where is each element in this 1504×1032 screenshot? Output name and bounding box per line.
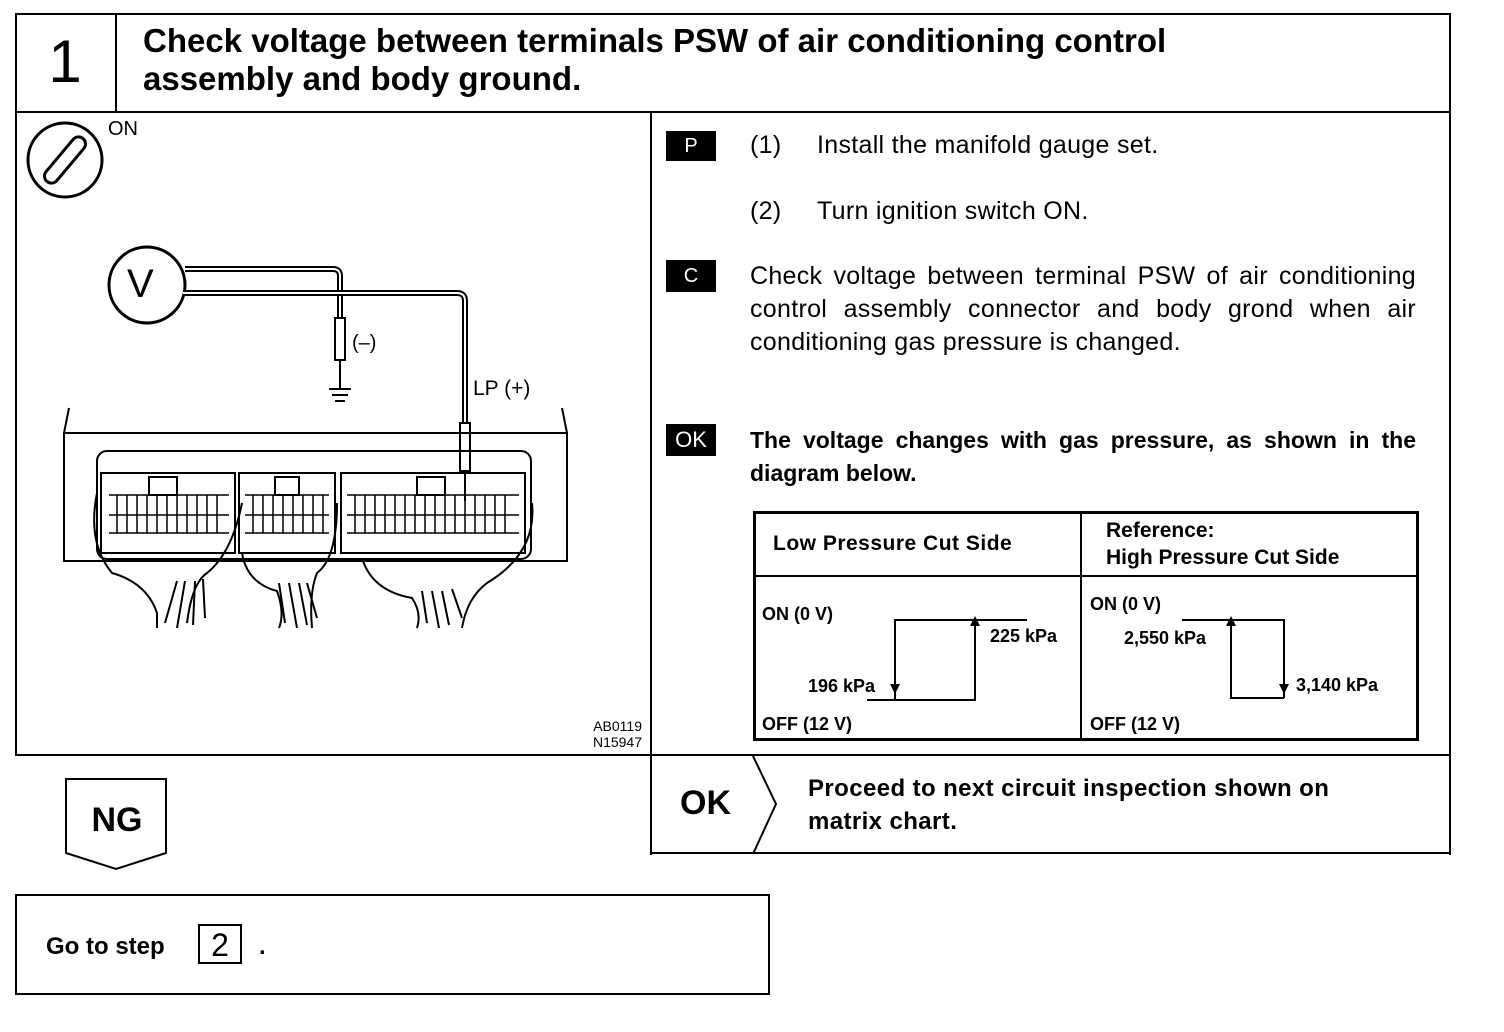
step-title-line1: Check voltage between terminals PSW of a…: [143, 22, 1167, 59]
ng-action-box: [15, 894, 770, 995]
ng-step-link[interactable]: 2: [198, 924, 242, 964]
ecu-connector-icon: [63, 407, 568, 629]
ok-text: The voltage changes with gas pressure, a…: [750, 427, 1416, 486]
body-bottom-border: [15, 754, 1451, 756]
figure-code-1: AB0119: [593, 718, 642, 734]
ng-result-label: NG: [91, 801, 143, 839]
c-text: Check voltage between terminal PSW of ai…: [750, 262, 1416, 356]
voltmeter-icon: [107, 245, 187, 325]
ok-result-bottom-border: [650, 852, 1451, 854]
body-right-border: [1449, 111, 1451, 855]
low-off-label: OFF (12 V): [762, 714, 853, 734]
body-left-border: [15, 111, 17, 756]
low-on-label: ON (0 V): [762, 604, 834, 624]
step-title: Check voltage between terminals PSW of a…: [143, 22, 1166, 98]
table-column-divider: [1080, 511, 1082, 741]
p-tag: P: [666, 131, 716, 161]
figure-code-2: N15947: [592, 734, 642, 750]
ok-tag: OK: [666, 424, 716, 456]
c-tag: C: [666, 260, 716, 292]
ok-result-chevron: [752, 756, 778, 854]
p-step2-num: (2): [750, 197, 782, 225]
ok-result-action: Proceed to next circuit inspection shown…: [808, 775, 1330, 835]
low-rising-value: 225 kPa: [990, 626, 1058, 646]
ng-action-suffix: .: [259, 933, 266, 960]
step-number-divider: [115, 13, 117, 113]
voltmeter-label: V: [127, 262, 154, 306]
ignition-key-icon: [26, 121, 104, 199]
ground-icon: [329, 388, 351, 402]
table-header-divider: [753, 575, 1419, 577]
ignition-on-label: ON: [108, 118, 138, 140]
high-rising-value: 2,550 kPa: [1124, 628, 1207, 648]
high-pressure-header-line2: High Pressure Cut Side: [1106, 546, 1340, 569]
positive-probe-label: LP (+): [473, 377, 531, 400]
p-step1-text: Install the manifold gauge set.: [817, 131, 1159, 159]
high-falling-value: 3,140 kPa: [1296, 675, 1379, 695]
step-title-line2: assembly and body ground.: [143, 60, 582, 97]
step-number: 1: [48, 28, 82, 95]
ng-result-badge: [65, 778, 167, 871]
low-pressure-header: Low Pressure Cut Side: [773, 532, 1013, 555]
p-step2-text: Turn ignition switch ON.: [817, 197, 1089, 225]
high-pressure-header-line1: Reference:: [1106, 519, 1215, 542]
p-step1-num: (1): [750, 131, 782, 159]
wiring-illustration: [26, 121, 568, 629]
low-pressure-graph: [867, 616, 1027, 701]
pressure-table: [753, 511, 1419, 741]
ng-action-prefix: Go to step: [46, 933, 165, 960]
high-on-label: ON (0 V): [1090, 594, 1162, 614]
high-off-label: OFF (12 V): [1090, 714, 1181, 734]
ok-result-label: OK: [680, 784, 731, 822]
low-falling-value: 196 kPa: [808, 676, 876, 696]
high-pressure-graph: [1182, 616, 1289, 699]
step-header: [15, 13, 1451, 113]
negative-probe-label: (–): [352, 332, 377, 354]
body-divider: [650, 111, 652, 855]
